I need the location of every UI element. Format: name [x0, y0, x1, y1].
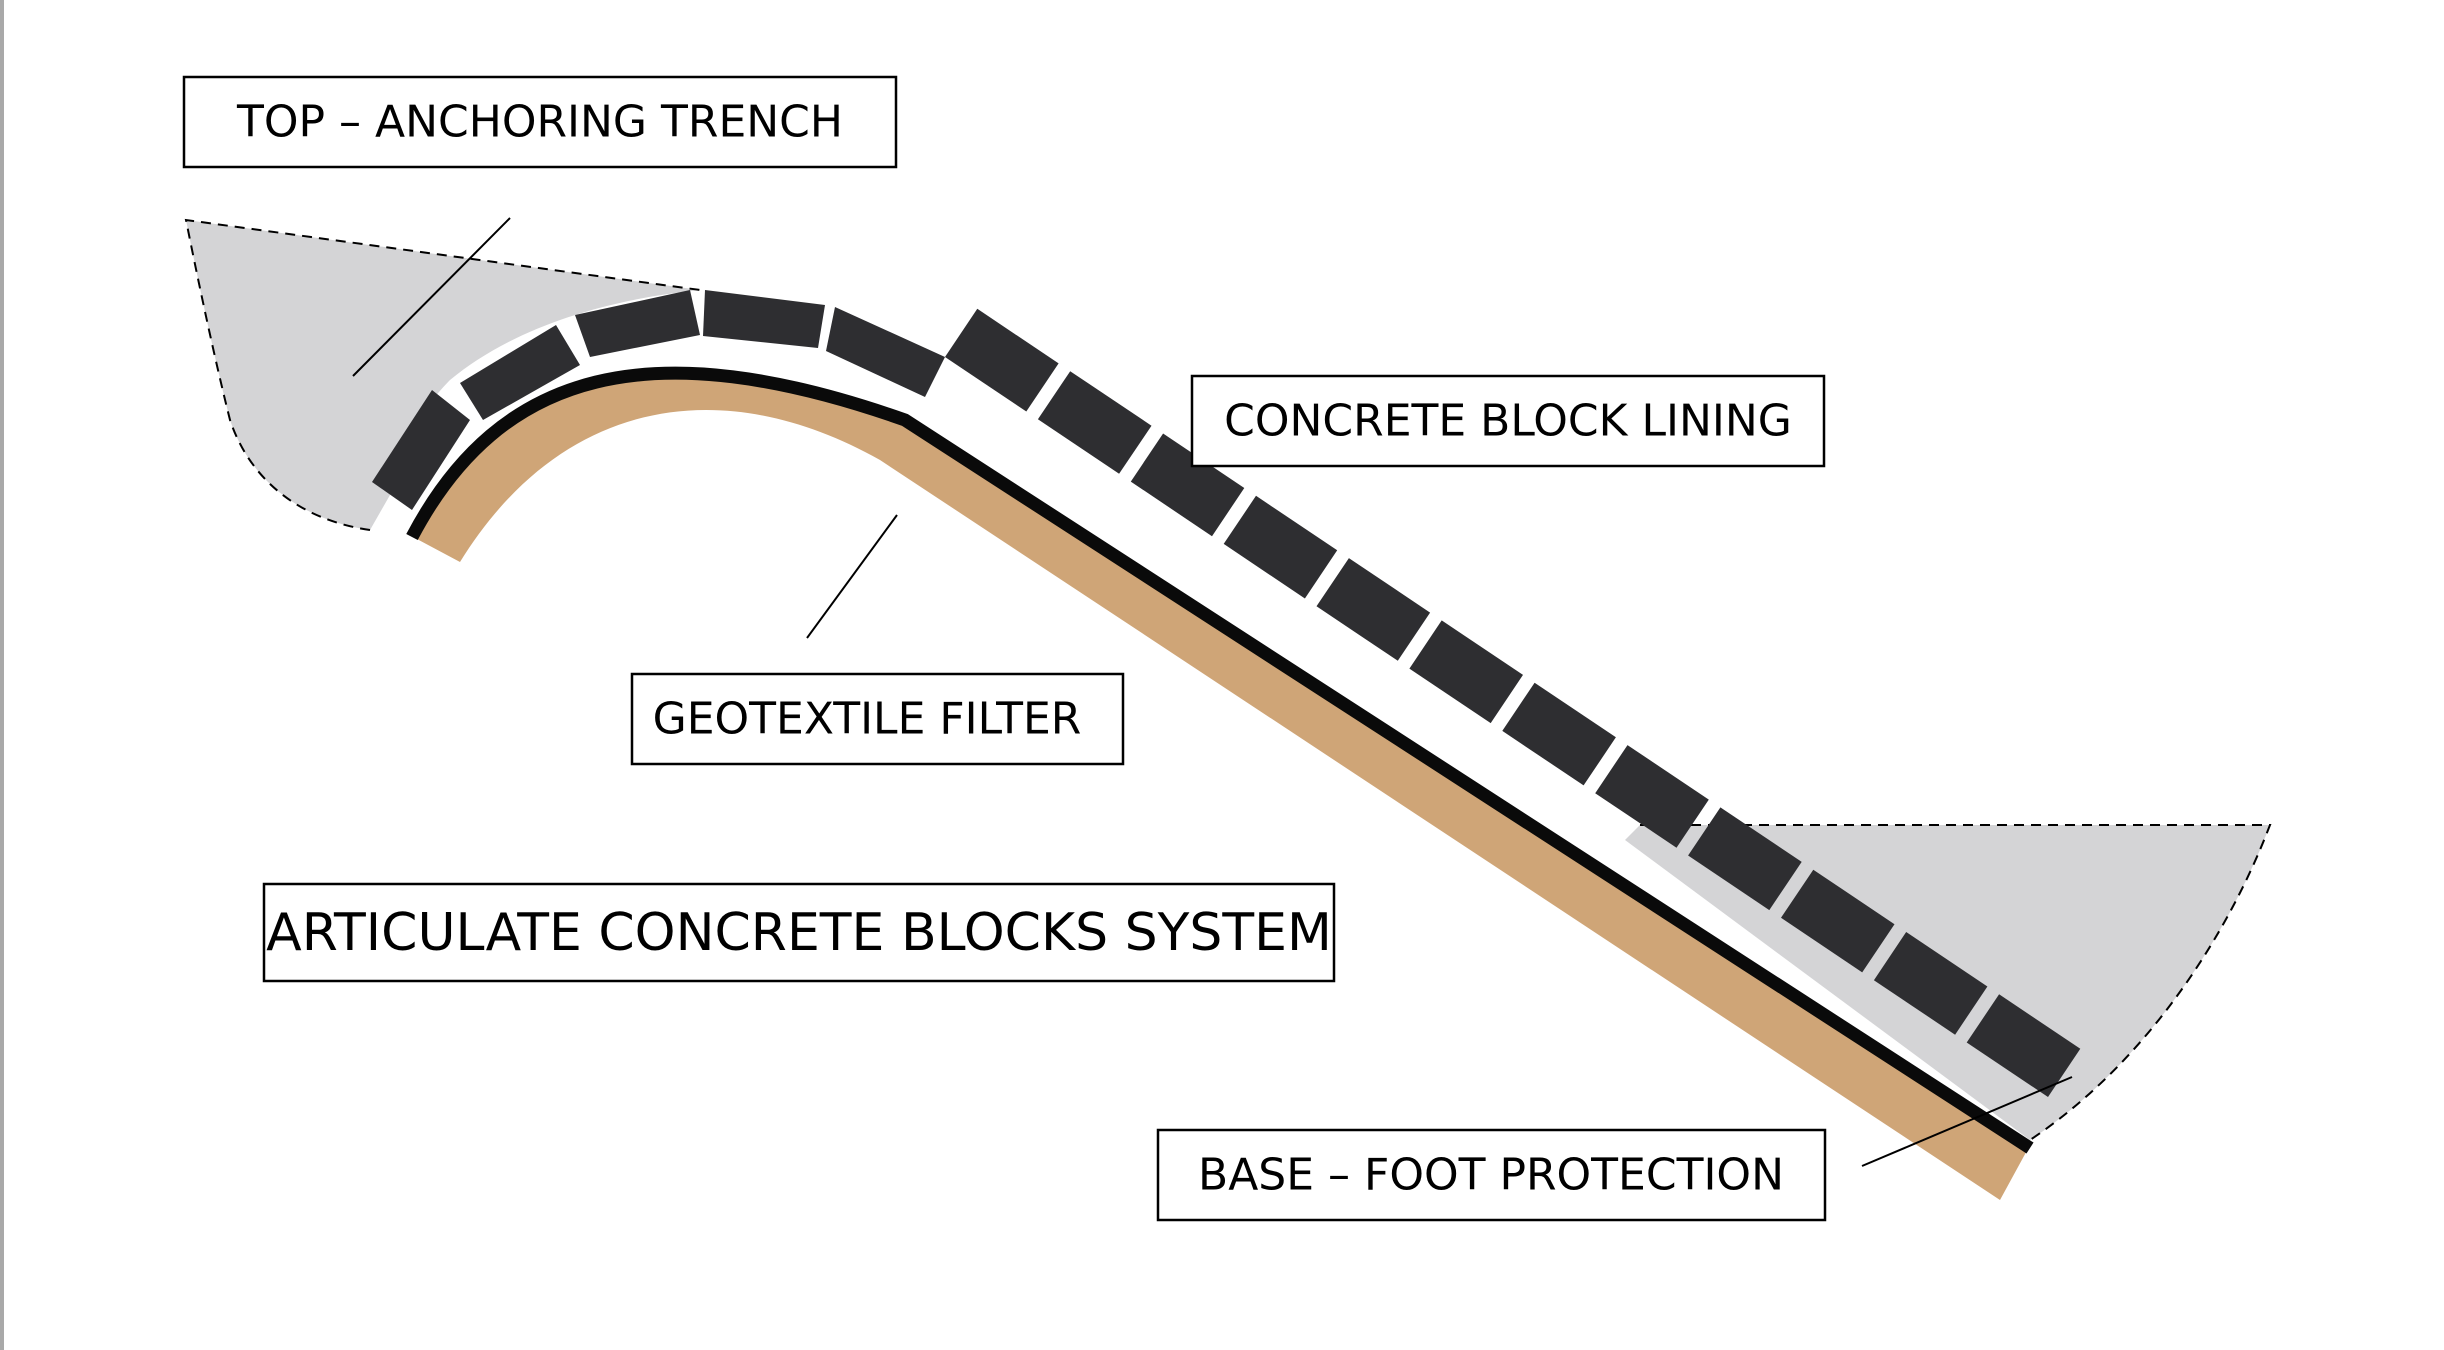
leader-line-top-trench	[352, 217, 511, 377]
label-base-foot-protection-text: BASE – FOOT PROTECTION	[1198, 1150, 1784, 1201]
concrete-block	[575, 290, 700, 357]
label-top-anchoring-trench: TOP – ANCHORING TRENCH	[182, 75, 898, 169]
concrete-block	[826, 307, 945, 397]
concrete-block	[1409, 620, 1523, 724]
leader-line-base	[1861, 1076, 2073, 1167]
concrete-block	[1781, 869, 1895, 973]
concrete-block	[1595, 745, 1709, 848]
label-geotextile-filter: GEOTEXTILE FILTER	[630, 672, 1125, 766]
concrete-block	[945, 308, 1059, 412]
concrete-block	[460, 325, 580, 420]
concrete-blocks-slope	[945, 308, 2081, 1097]
label-concrete-block-lining-text: CONCRETE BLOCK LINING	[1224, 396, 1792, 447]
concrete-blocks-crest	[372, 290, 945, 510]
top-trench-fill-zone	[186, 220, 700, 530]
label-top-anchoring-trench-text: TOP – ANCHORING TRENCH	[236, 97, 843, 148]
concrete-block	[703, 290, 825, 348]
base-dashed-outline	[1640, 824, 2272, 1141]
concrete-block	[1966, 994, 2081, 1097]
label-base-foot-protection: BASE – FOOT PROTECTION	[1156, 1128, 1827, 1222]
label-system-title: ARTICULATE CONCRETE BLOCKS SYSTEM	[262, 882, 1336, 983]
system-title-text: ARTICULATE CONCRETE BLOCKS SYSTEM	[266, 903, 1332, 963]
concrete-block	[1688, 807, 1802, 911]
label-geotextile-filter-text: GEOTEXTILE FILTER	[653, 694, 1082, 745]
geotextile-filter-line	[406, 366, 2034, 1154]
label-concrete-block-lining: CONCRETE BLOCK LINING	[1190, 374, 1826, 468]
concrete-block	[1316, 558, 1431, 661]
top-trench-dashed-outline	[184, 218, 701, 531]
leader-line-geotextile	[806, 514, 898, 639]
concrete-block	[1130, 433, 1245, 537]
concrete-block	[1223, 495, 1338, 599]
concrete-block	[1873, 932, 1988, 1035]
concrete-block	[372, 390, 470, 510]
concrete-block	[1037, 371, 1152, 474]
page-edge	[0, 0, 4, 1350]
concrete-block	[1502, 682, 1616, 786]
